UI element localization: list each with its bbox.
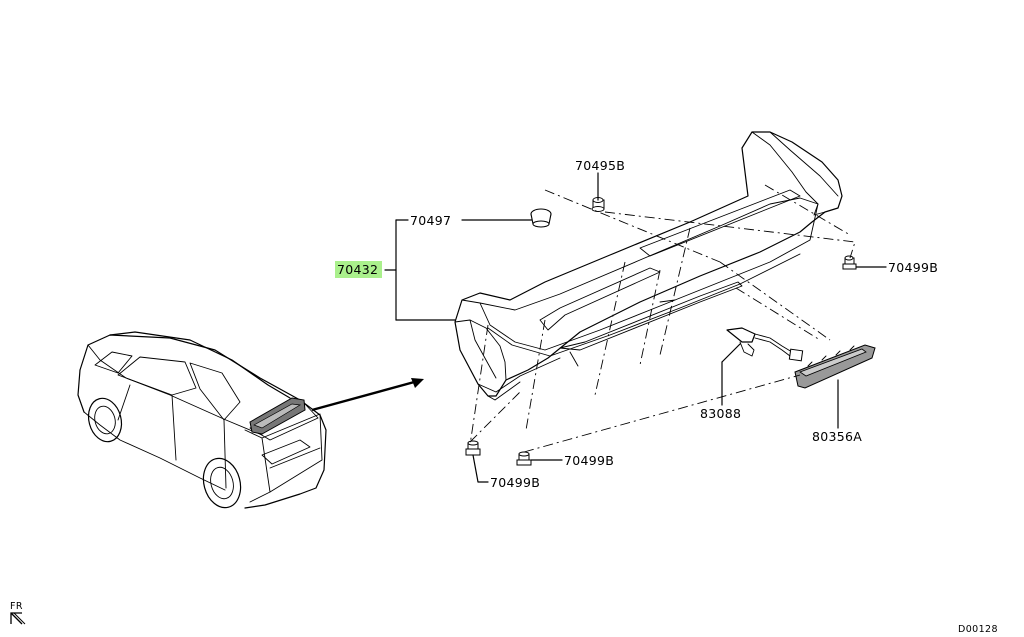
detail-arrow — [311, 378, 424, 412]
label-spoiler[interactable]: 70432 — [337, 262, 378, 277]
label-nut-top[interactable]: 70495B — [575, 158, 625, 173]
clip-bottom-left-70499b — [465, 440, 481, 456]
leader-lines — [384, 172, 887, 483]
label-stop-lamp[interactable]: 80356A — [812, 429, 862, 444]
connection-lines — [469, 184, 856, 453]
label-clip-bottom-left[interactable]: 70499B — [490, 475, 540, 490]
front-direction-indicator: FR — [10, 601, 26, 625]
harness-83088 — [726, 327, 804, 362]
clip-bottom-center-70499b — [516, 451, 532, 466]
label-clip-right[interactable]: 70499B — [888, 260, 938, 275]
vehicle-illustration — [77, 331, 327, 509]
clip-right-70499b — [842, 255, 857, 270]
stop-lamp-80356a — [794, 344, 876, 389]
label-cap[interactable]: 70497 — [410, 213, 451, 228]
cap-70497 — [530, 208, 552, 228]
diagram-code: D00128 — [958, 624, 998, 635]
arrow-up-left-icon — [10, 612, 26, 625]
part-labels: 70432 70497 70495B 70499B 70499B 70499B … — [335, 158, 938, 490]
spoiler-label-highlight — [335, 261, 382, 278]
front-label: FR — [10, 601, 23, 612]
spoiler-assembly — [454, 131, 843, 446]
label-harness[interactable]: 83088 — [700, 406, 741, 421]
label-clip-bottom-center[interactable]: 70499B — [564, 453, 614, 468]
